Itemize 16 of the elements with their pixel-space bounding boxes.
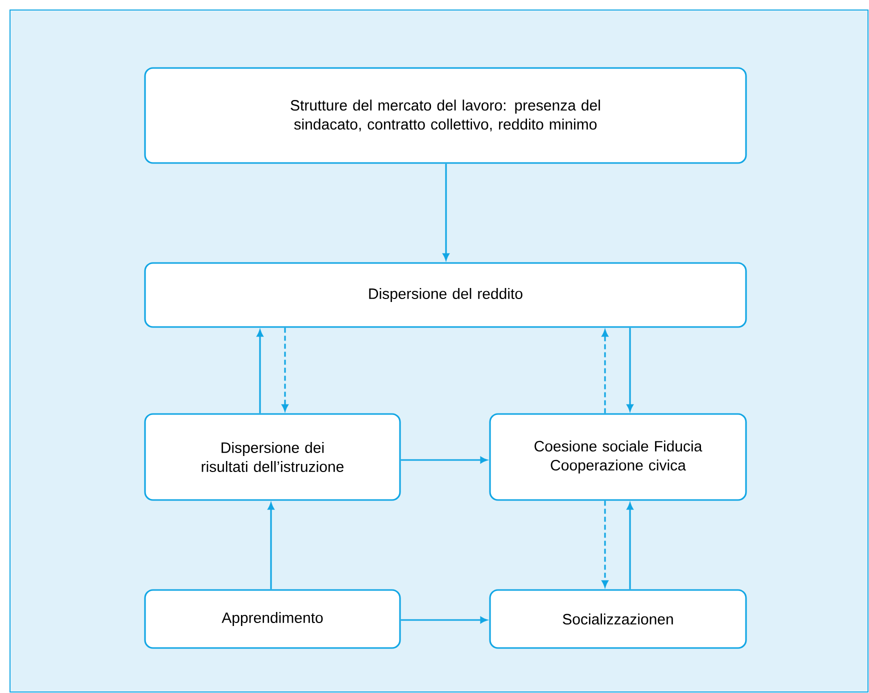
arrow <box>400 616 488 624</box>
process-box: Socializzazionen <box>489 589 747 649</box>
arrow <box>442 164 450 260</box>
arrow <box>268 502 274 590</box>
process-box: Strutture del mercato del lavoro: presenza del sindacato, contratto collettivo, reddito minimo <box>144 67 747 164</box>
arrow <box>400 456 488 464</box>
arrow <box>602 500 608 588</box>
process-box: Coesione sociale Fiducia Cooperazione civica <box>489 413 747 501</box>
process-box: Dispersione del reddito <box>144 262 747 328</box>
arrow <box>626 502 634 590</box>
process-box: Apprendimento <box>144 589 401 649</box>
arrow <box>256 330 264 414</box>
process-box: Dispersione dei risultati dell’istruzione <box>144 413 401 501</box>
arrow <box>602 330 608 414</box>
arrow <box>282 328 288 412</box>
arrow <box>626 328 634 412</box>
